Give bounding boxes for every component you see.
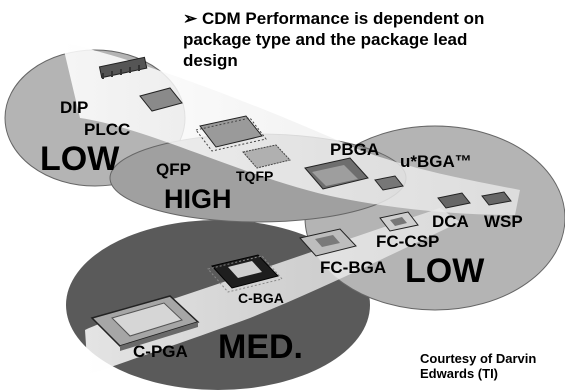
headline-line-1: ➢ CDM Performance is dependent on [183, 9, 485, 28]
qfp-chip-icon [195, 115, 267, 152]
package-label-ubga: u*BGA™ [400, 152, 472, 171]
lower-ribbon [85, 208, 460, 375]
tqfp-chip-icon [242, 144, 291, 169]
package-label-fc-csp: FC-CSP [376, 232, 440, 251]
package-label-fc-bga: FC-BGA [320, 258, 387, 277]
headline-line-3: design [183, 51, 238, 70]
zone-label-med: MED. [218, 328, 303, 366]
ubga-chip-icon [374, 175, 404, 191]
dca-chip-icon [437, 192, 471, 209]
headline: ➢ CDM Performance is dependent on packag… [183, 8, 484, 71]
package-label-wsp: WSP [484, 212, 523, 231]
dip-chip-icon [98, 56, 148, 79]
package-label-c-bga: C-BGA [238, 290, 284, 306]
package-label-pbga: PBGA [330, 140, 380, 159]
pbga-chip-icon [304, 157, 369, 190]
bullet-arrow-icon: ➢ [183, 9, 198, 28]
c-bga-chip-icon [207, 254, 283, 293]
package-label-c-pga: C-PGA [133, 342, 188, 361]
fc-csp-chip-icon [379, 211, 419, 232]
c-pga-chip-icon [90, 295, 200, 351]
zone-label-high: HIGH [164, 184, 232, 214]
zone-label-low-left: LOW [40, 140, 120, 178]
headline-line-2: package type and the package lead [183, 30, 468, 49]
package-label-qfp: QFP [156, 160, 191, 179]
package-label-tqfp: TQFP [236, 168, 274, 184]
upper-ribbon [62, 42, 520, 215]
package-label-plcc: PLCC [84, 120, 131, 139]
plcc-chip-icon [139, 87, 183, 112]
package-label-dca: DCA [432, 212, 469, 231]
zone-label-low-right: LOW [405, 252, 485, 290]
fc-bga-chip-icon [299, 228, 357, 257]
package-label-dip: DIP [60, 98, 89, 117]
credit-line-1: Courtesy of Darvin [420, 351, 537, 366]
wsp-chip-icon [481, 191, 512, 206]
credit-line-2: Edwards (TI) [420, 366, 499, 381]
credit-note: Courtesy of Darvin Edwards (TI) [420, 351, 536, 381]
